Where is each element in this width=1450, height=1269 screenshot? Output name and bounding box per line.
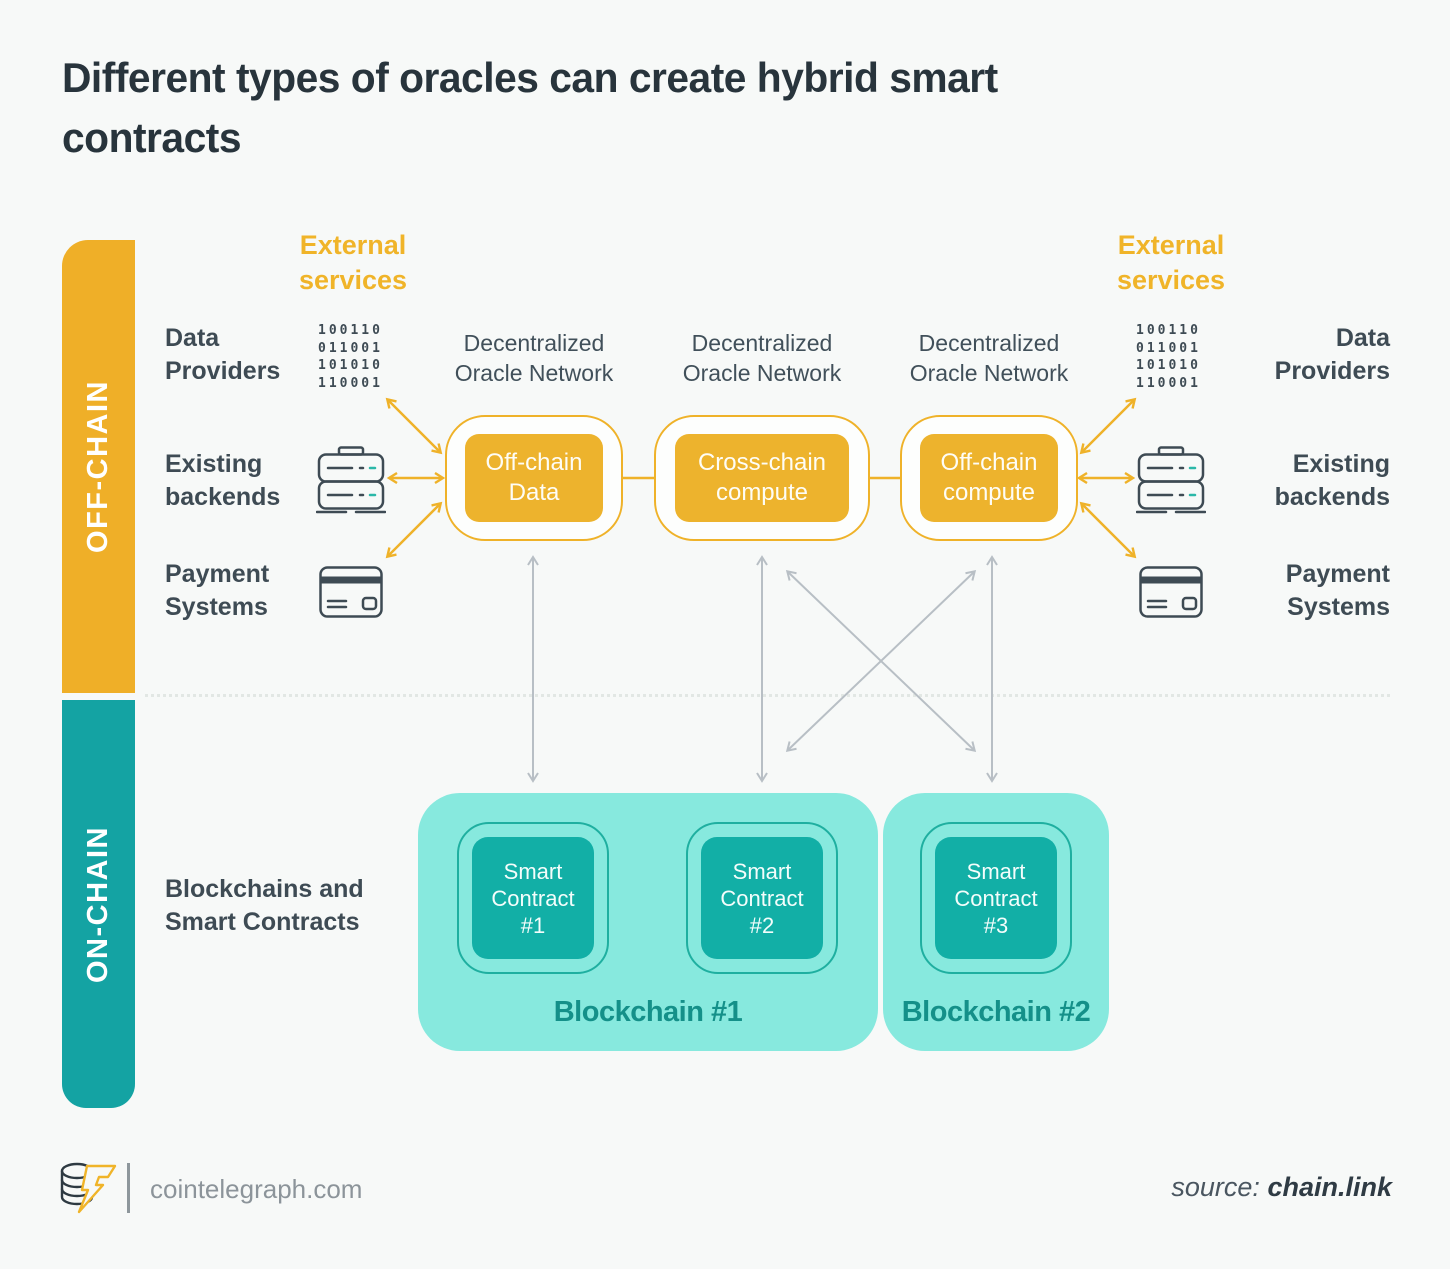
- page-title: Different types of oracles can create hy…: [62, 54, 998, 161]
- footer-site-text: cointelegraph.com: [150, 1174, 363, 1204]
- oracle-blockchain-arrows: [527, 555, 998, 783]
- server-icon: [1136, 446, 1206, 514]
- off-chain-rail-label: OFF-CHAIN: [82, 380, 114, 553]
- source-name: chain.link: [1267, 1172, 1392, 1202]
- footer-source: source: chain.link: [1171, 1172, 1392, 1203]
- external-services-label-left: External services: [298, 230, 408, 295]
- server-icon: [316, 446, 386, 514]
- external-service-arrows-left: [388, 400, 442, 556]
- cointelegraph-logo-icon: [60, 1162, 117, 1214]
- smart-contract-3-box: Smart Contract #3: [935, 837, 1057, 959]
- smart-contract-2-box: Smart Contract #2: [701, 837, 823, 959]
- smart-contract-3-wrapper: Smart Contract #3: [920, 822, 1072, 974]
- label-data-providers-left: Data Providers: [165, 324, 281, 385]
- label-data-providers-right: Data Providers: [1274, 324, 1390, 385]
- oracle-box-offchain-data: Off-chain Data: [465, 434, 603, 522]
- footer-divider: [127, 1163, 130, 1213]
- label-payment-systems-right: Payment Systems: [1285, 560, 1390, 621]
- blockchain-2-label: Blockchain #2: [901, 996, 1091, 1028]
- label-existing-backends-left: Existing backends: [165, 450, 281, 511]
- smart-contract-1-box: Smart Contract #1: [472, 837, 594, 959]
- external-services-label-right: External services: [1116, 230, 1226, 295]
- label-payment-systems-left: Payment Systems: [165, 560, 270, 621]
- blockchain-1-container: Smart Contract #1 Smart Contract #2 Bloc…: [418, 793, 878, 1051]
- smart-contract-1-wrapper: Smart Contract #1: [457, 822, 609, 974]
- blockchain-2-container: Smart Contract #3 Blockchain #2: [883, 793, 1109, 1051]
- label-blockchains-smart-contracts: Blockchains and Smart Contracts: [165, 875, 364, 936]
- oracle-network-caption-1: Decentralized Oracle Network: [454, 330, 614, 386]
- source-prefix: source:: [1171, 1172, 1260, 1202]
- credit-card-icon: [1139, 566, 1203, 618]
- off-chain-rail: OFF-CHAIN: [62, 240, 135, 693]
- on-chain-rail: ON-CHAIN: [62, 700, 135, 1108]
- external-service-arrows-right: [1080, 400, 1134, 556]
- oracle-box-crosschain-compute: Cross-chain compute: [675, 434, 849, 522]
- oracle-network-caption-3: Decentralized Oracle Network: [909, 330, 1069, 386]
- oracle-network-caption-2: Decentralized Oracle Network: [682, 330, 842, 386]
- chain-boundary-divider: [145, 694, 1390, 697]
- oracle-box-offchain-compute: Off-chain compute: [920, 434, 1058, 522]
- label-existing-backends-right: Existing backends: [1274, 450, 1390, 511]
- on-chain-rail-label: ON-CHAIN: [82, 825, 114, 983]
- blockchain-1-label: Blockchain #1: [553, 996, 743, 1028]
- smart-contract-2-wrapper: Smart Contract #2: [686, 822, 838, 974]
- credit-card-icon: [319, 566, 383, 618]
